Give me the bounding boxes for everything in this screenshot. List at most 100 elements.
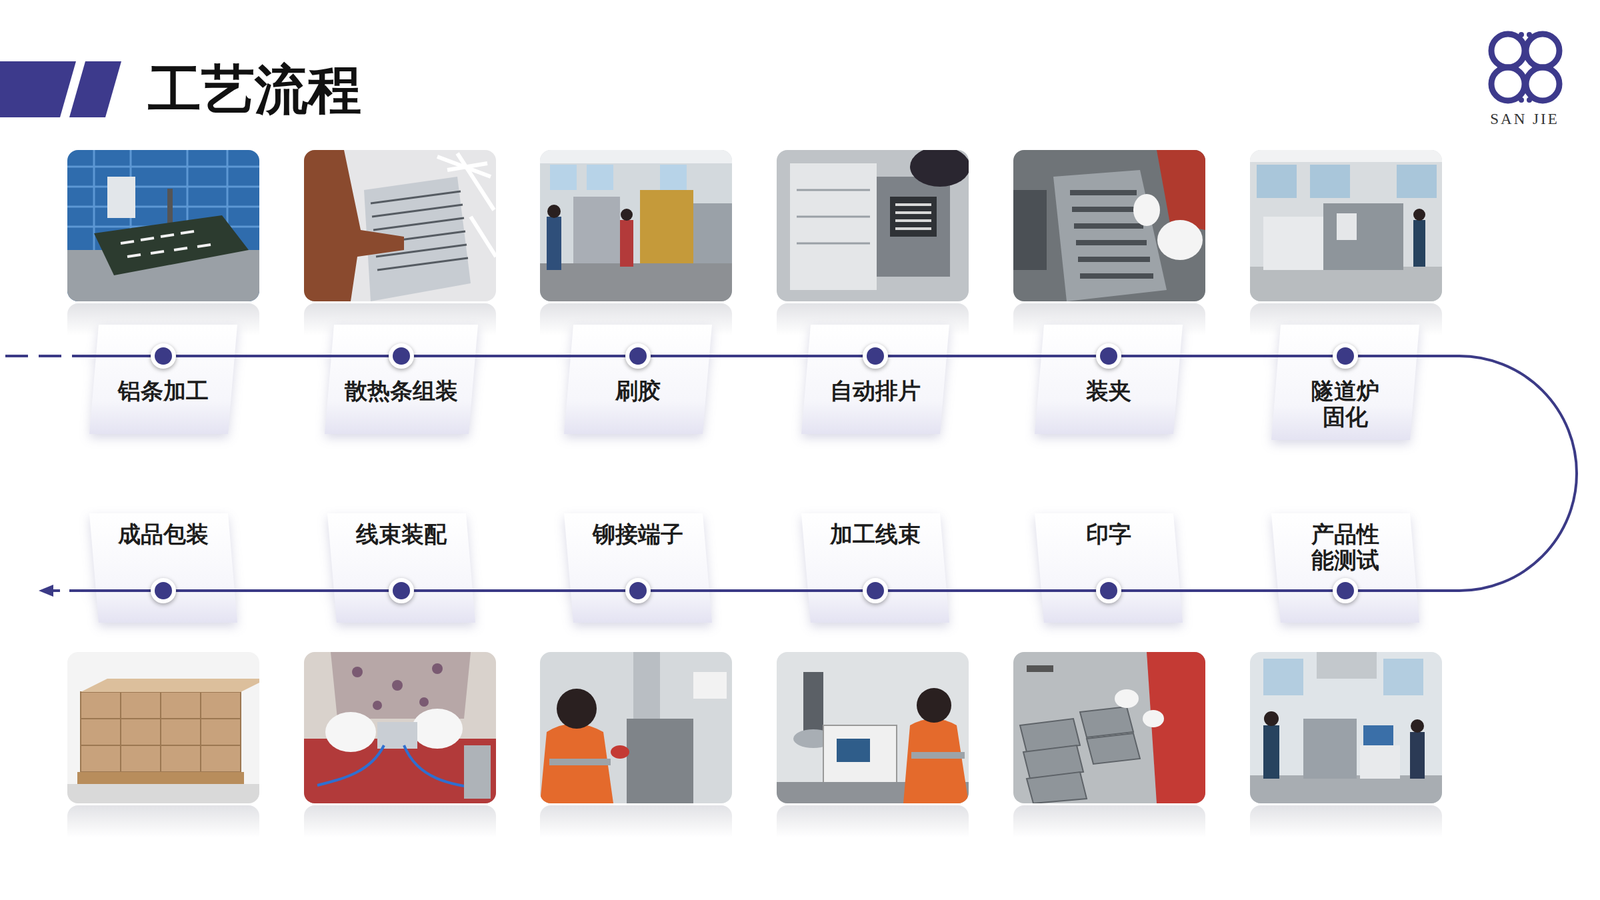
card-fill — [1271, 513, 1420, 623]
logo-symbol — [1518, 32, 1532, 103]
step-dot — [862, 578, 888, 604]
step-dot — [150, 578, 176, 604]
process-photo — [1013, 652, 1206, 804]
flow-connector — [1182, 589, 1272, 592]
process-photo — [304, 652, 496, 804]
step-dot — [1332, 343, 1358, 369]
flow-connector — [237, 589, 328, 592]
card-fill — [89, 324, 238, 434]
card-fill — [327, 513, 476, 623]
step-dot — [150, 343, 176, 369]
photo-illustration — [776, 150, 969, 302]
process-step-card: 印字 — [1034, 513, 1183, 623]
process-photo — [540, 150, 732, 302]
photo-reflection — [1013, 805, 1206, 838]
flow-connector — [712, 589, 802, 592]
photo-illustration — [304, 652, 496, 804]
photo-reflection — [776, 805, 969, 838]
process-step-card: 铆接端子 — [564, 513, 712, 623]
step-label: 铆接端子 — [592, 521, 684, 548]
lead-in-dash — [5, 354, 90, 358]
step-dot — [1096, 578, 1122, 604]
step-dot — [862, 343, 888, 369]
card-fill — [564, 513, 712, 623]
process-photo — [776, 150, 969, 302]
photo-illustration — [1013, 652, 1206, 804]
photo-illustration — [1250, 652, 1442, 804]
process-step-card: 线束装配 — [327, 513, 476, 623]
card-fill — [564, 324, 712, 434]
header-bar — [0, 61, 76, 118]
photo-reflection — [67, 805, 260, 838]
flow-connector — [949, 354, 1035, 358]
logo-wordmark: SAN JIE — [1481, 110, 1568, 128]
process-photo — [1250, 652, 1442, 804]
card-fill — [89, 513, 238, 623]
photo-illustration — [1250, 150, 1442, 302]
process-photo — [304, 150, 496, 302]
process-photo — [776, 652, 969, 804]
flow-connector — [949, 589, 1035, 592]
photo-reflection — [540, 805, 732, 838]
process-step-card: 装夹 — [1034, 324, 1183, 434]
step-label: 产品性能测试 — [1310, 521, 1380, 574]
process-step-card: 刷胶 — [564, 324, 712, 434]
flow-connector — [478, 354, 564, 358]
lead-out-dash — [49, 589, 90, 592]
flow-connector — [237, 354, 325, 358]
card-fill — [1271, 324, 1420, 440]
step-label: 隧道炉固化 — [1310, 378, 1380, 430]
card-fill — [324, 324, 478, 434]
flow-connector — [712, 354, 802, 358]
step-label: 刷胶 — [615, 378, 661, 404]
flow-connector — [1419, 356, 1577, 591]
card-fill — [801, 513, 950, 623]
step-label: 印字 — [1086, 521, 1132, 548]
step-dot — [625, 578, 651, 604]
photo-illustration — [540, 150, 732, 302]
lead-out-arrow — [38, 584, 54, 597]
step-dot — [388, 578, 414, 604]
process-step-card: 隧道炉固化 — [1271, 324, 1420, 440]
step-label: 自动排片 — [830, 378, 921, 404]
card-fill — [801, 324, 950, 434]
photo-illustration — [304, 150, 496, 302]
process-step-card: 产品性能测试 — [1271, 513, 1420, 623]
photo-reflection — [1250, 805, 1442, 838]
header-bar — [69, 61, 122, 118]
process-photo — [1013, 150, 1206, 302]
process-photo — [1250, 150, 1442, 302]
step-label: 线束装配 — [356, 521, 447, 548]
photo-reflection — [304, 805, 496, 838]
step-dot — [1332, 578, 1358, 604]
photo-illustration — [776, 652, 969, 804]
step-dot — [1096, 343, 1122, 369]
process-photo — [67, 150, 260, 302]
process-step-card: 铝条加工 — [89, 324, 238, 434]
process-step-card: 成品包装 — [89, 513, 238, 623]
card-fill — [1034, 513, 1183, 623]
step-label: 加工线束 — [830, 521, 921, 548]
process-step-card: 散热条组装 — [324, 324, 478, 434]
step-dot — [625, 343, 651, 369]
process-photo — [540, 652, 732, 804]
slide-title: 工艺流程 — [148, 60, 362, 120]
step-label: 装夹 — [1086, 378, 1132, 404]
photo-illustration — [67, 150, 260, 302]
step-label: 成品包装 — [118, 521, 209, 548]
step-label: 散热条组装 — [344, 378, 458, 404]
process-photo — [67, 652, 260, 804]
photo-illustration — [1013, 150, 1206, 302]
step-dot — [388, 343, 414, 369]
process-step-card: 自动排片 — [801, 324, 950, 434]
card-fill — [1034, 324, 1183, 434]
process-step-card: 加工线束 — [801, 513, 950, 623]
logo-symbol — [1491, 34, 1560, 101]
flow-connector — [1182, 354, 1272, 358]
flow-connector — [475, 589, 564, 592]
photo-illustration — [67, 652, 260, 804]
photo-illustration — [540, 652, 732, 804]
step-label: 铝条加工 — [118, 378, 209, 404]
